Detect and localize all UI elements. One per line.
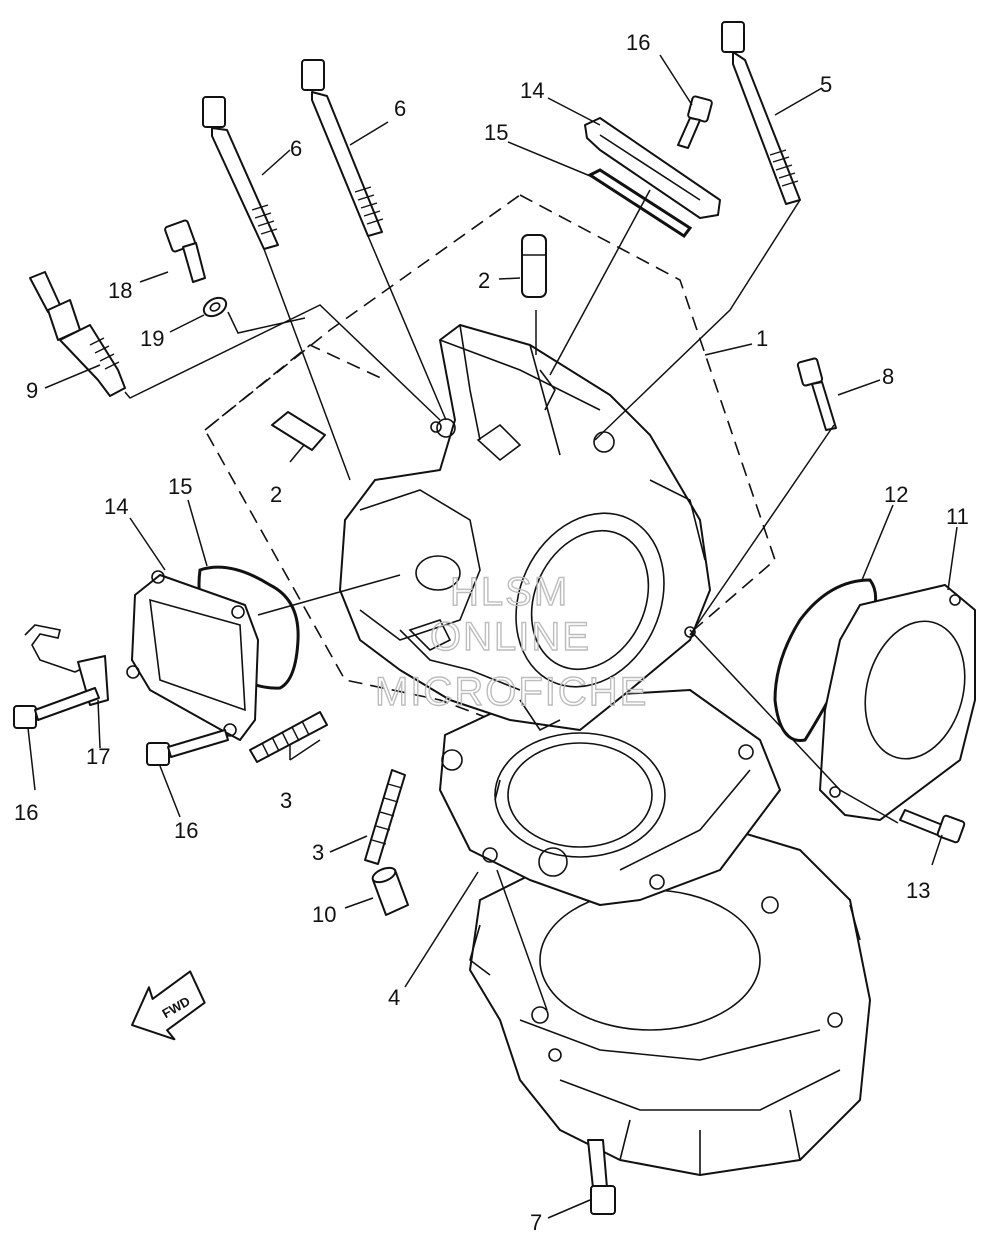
- callout-2-top: 2: [478, 268, 490, 293]
- bolt-16-top: [677, 95, 713, 149]
- washer-19: [202, 296, 228, 318]
- callout-11: 11: [946, 504, 969, 529]
- callout-labels: 1 2 2 3 3 4 5 6 6 7 8 9 10 11 12 13 14 1…: [14, 30, 969, 1235]
- callout-4: 4: [388, 985, 400, 1010]
- callout-6-left: 6: [290, 136, 302, 161]
- head-bolt-5: [721, 21, 801, 205]
- watermark-line-2: ONLINE: [430, 615, 591, 659]
- callout-14-top: 14: [520, 78, 544, 103]
- callout-3-mid: 3: [312, 840, 324, 865]
- callout-3-left: 3: [280, 788, 292, 813]
- callout-19: 19: [140, 326, 164, 351]
- bolt-13: [899, 809, 966, 844]
- watermark: HLSM ONLINE MICROFICHE: [374, 569, 648, 714]
- stud-3a: [249, 711, 328, 763]
- callout-16-top: 16: [626, 30, 650, 55]
- callout-17: 17: [86, 744, 110, 769]
- callout-14-left: 14: [104, 494, 128, 519]
- dowel-10: [371, 866, 409, 916]
- callout-13: 13: [906, 878, 930, 903]
- callout-15-top: 15: [484, 120, 508, 145]
- callout-15-left: 15: [168, 474, 192, 499]
- callout-16-left: 16: [14, 800, 38, 825]
- callout-1: 1: [756, 326, 768, 351]
- dowel-2-left: [271, 411, 326, 451]
- head-bolts: [202, 21, 801, 250]
- fwd-arrow: FWD: [131, 970, 206, 1041]
- cylinder-block: [469, 819, 871, 1176]
- bolt-8: [796, 357, 837, 431]
- top-cover: [584, 117, 721, 239]
- leader-lines: [27, 54, 958, 1219]
- callout-2-left: 2: [270, 482, 282, 507]
- callout-8: 8: [882, 364, 894, 389]
- bolt-16-mid: [146, 729, 229, 766]
- left-tappet-cover: [126, 565, 300, 741]
- head-gasket: [439, 689, 781, 906]
- stud-3b: [364, 769, 406, 865]
- callout-5: 5: [820, 72, 832, 97]
- callout-9: 9: [26, 378, 38, 403]
- dowel-2-top: [521, 234, 547, 298]
- callout-6-right: 6: [394, 96, 406, 121]
- spark-plug: [29, 271, 126, 397]
- watermark-line-3: MICROFICHE: [375, 670, 648, 714]
- assembly-dashed-outline: [203, 194, 776, 746]
- watermark-line-1: HLSM: [450, 570, 569, 614]
- callout-10: 10: [312, 902, 336, 927]
- bolt-7: [587, 1139, 616, 1215]
- callout-7: 7: [530, 1210, 542, 1235]
- cylinder-head: [339, 324, 711, 732]
- callout-12: 12: [884, 482, 908, 507]
- callout-18: 18: [108, 278, 132, 303]
- callout-16-mid: 16: [174, 818, 198, 843]
- head-bolt-6a: [202, 96, 279, 250]
- head-bolt-6b: [301, 59, 384, 237]
- bolt-18: [164, 219, 206, 283]
- bolt-16-left: [13, 687, 100, 729]
- right-tappet-cover: [773, 578, 976, 821]
